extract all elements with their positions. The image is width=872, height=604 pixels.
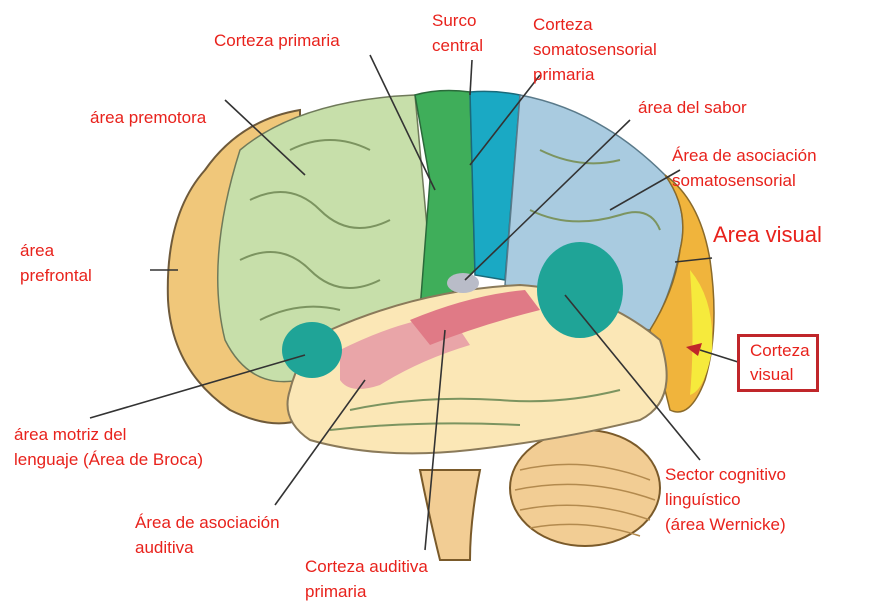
label-corteza-visual: Corteza visual [737, 334, 819, 392]
label-line: somatosensorial [533, 40, 657, 59]
label-area-prefrontal: área prefrontal [20, 238, 92, 288]
label-broca: área motriz del lenguaje (Área de Broca) [14, 422, 203, 472]
label-corteza-primaria: Corteza primaria [214, 31, 340, 50]
label-line: linguístico [665, 490, 741, 509]
taste-area [447, 273, 479, 293]
label-area-premotora: área premotora [90, 108, 207, 127]
label-line: Surco [432, 11, 477, 30]
label-line: Área de asociación [135, 513, 280, 532]
cerebellum [509, 429, 661, 547]
gyri-lines [239, 139, 661, 431]
brain-stem [418, 469, 482, 561]
label-line: (área Wernicke) [665, 515, 786, 534]
broca-area [282, 322, 342, 378]
label-asociacion-somatosensorial: Área de asociación somatosensorial [672, 143, 817, 193]
label-asociacion-auditiva: Área de asociación auditiva [135, 510, 280, 560]
label-corteza-auditiva: Corteza auditiva primaria [305, 554, 428, 604]
label-wernicke: Sector cognitivo linguístico (área Werni… [665, 462, 786, 537]
wernicke-area [537, 242, 623, 338]
visual-cortex [690, 270, 713, 395]
pointer-lines [89, 54, 739, 551]
label-line: central [432, 36, 484, 55]
label-line: Corteza [750, 341, 810, 360]
label-line: primaria [533, 65, 595, 84]
label-line: prefrontal [20, 266, 92, 285]
label-area-sabor: área del sabor [638, 98, 747, 117]
label-line: somatosensorial [672, 171, 796, 190]
label-corteza-somatosensorial: Corteza somatosensorial primaria [533, 12, 657, 87]
label-line: Sector cognitivo [665, 465, 786, 484]
label-line: Área de asociación [672, 146, 817, 165]
primary-auditory-cortex [410, 290, 540, 345]
label-line: Corteza [533, 15, 593, 34]
label-surco-central: Surco central [432, 8, 483, 58]
label-line: visual [750, 365, 794, 384]
label-line: primaria [305, 582, 367, 601]
label-line: área [20, 241, 55, 260]
arrow-head [686, 343, 702, 356]
label-area-visual: Area visual [713, 222, 822, 247]
label-line: lenguaje (Área de Broca) [14, 450, 204, 469]
label-line: Corteza auditiva [305, 557, 428, 576]
label-line: auditiva [135, 538, 194, 557]
label-line: área motriz del [14, 425, 127, 444]
